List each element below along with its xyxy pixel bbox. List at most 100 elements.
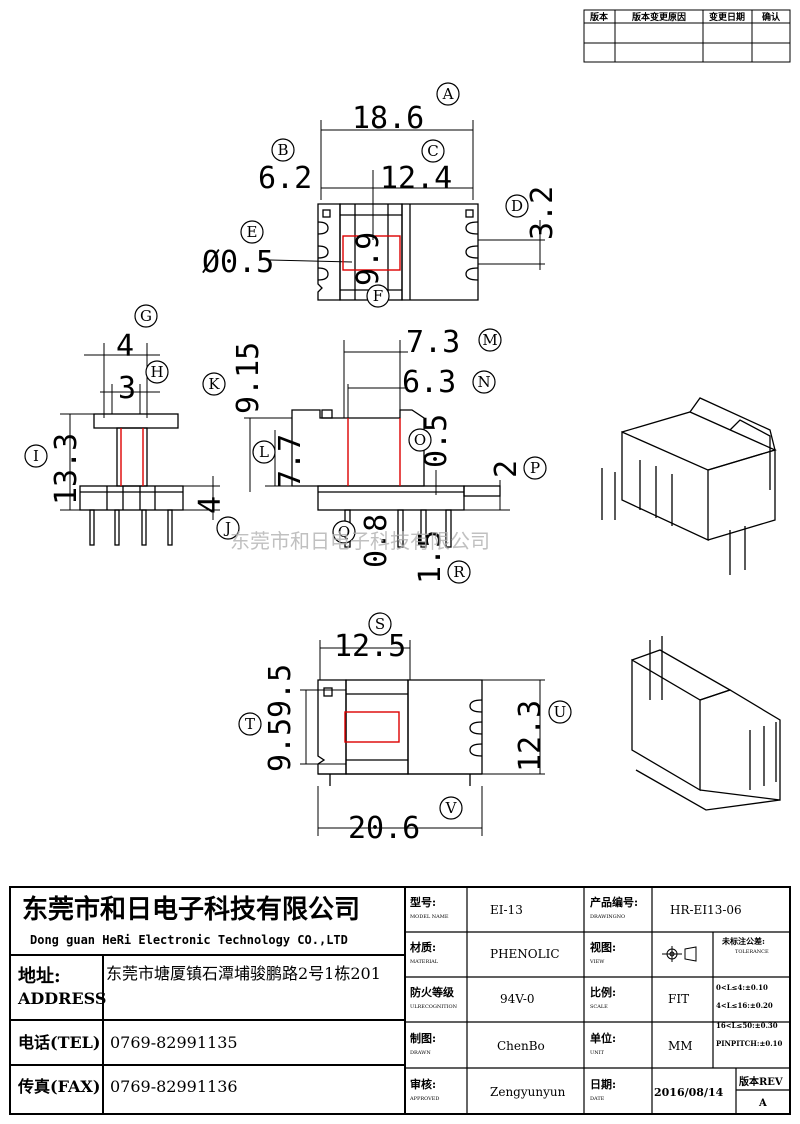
callout-circle-i [24, 444, 48, 468]
drawn-label: 制图: [410, 1031, 436, 1045]
date-value: 2016/08/14 [654, 1086, 724, 1099]
product-no-value: HR-EI13-06 [670, 903, 742, 917]
dim-9-9: 9.9 [351, 232, 386, 286]
callout-label-c: C [427, 142, 438, 160]
watermark: 东莞市和日电子科技有限公司 [230, 529, 490, 553]
drawn-label-en: DRAWN [410, 1050, 431, 1056]
address-label-en: ADDRESS [17, 989, 106, 1008]
callout-label-l: L [259, 443, 269, 461]
dim-2: 2 [489, 460, 524, 478]
callout-label-u: U [554, 703, 567, 721]
title-block-grid [9, 886, 791, 1115]
tel-value: 0769-82991135 [110, 1033, 238, 1052]
scale-label-en: SCALE [590, 1004, 608, 1010]
dim-18-6: 18.6 [352, 101, 424, 136]
callout-circle-g [134, 304, 158, 328]
callout-label-b: B [277, 141, 288, 159]
material-value: PHENOLIC [490, 947, 560, 961]
callout-label-s: S [375, 615, 385, 633]
unit-label: 单位: [590, 1031, 616, 1045]
core-window-top [342, 235, 401, 271]
dim-6-3: 6.3 [402, 365, 456, 400]
rev-header-reason: 版本变更原因 [631, 11, 686, 23]
tolerance-row: 0<L≤4:±0.10 [716, 983, 768, 992]
projection-symbol-icon [662, 946, 697, 962]
callout-circle-j [216, 516, 240, 540]
callout-circle-f [366, 284, 390, 308]
approved-label: 审核: [410, 1077, 436, 1091]
callout-label-g: G [140, 307, 152, 325]
dim-0-8: 0.8 [359, 514, 394, 568]
tolerance-row: PINPITCH:±0.10 [716, 1039, 782, 1048]
callout-label-q: Q [338, 523, 350, 541]
callout-label-k: K [208, 375, 220, 393]
isometric-view-top [601, 397, 777, 575]
callout-circle-n [472, 370, 496, 394]
material-label: 材质: [410, 940, 436, 954]
title-block-right-grid [405, 887, 790, 1114]
callout-circle-v [439, 796, 463, 820]
dim-7-7: 7.7 [273, 434, 308, 488]
tolerance-title: 未标注公差: [721, 936, 765, 946]
callout-label-h: H [150, 363, 163, 381]
dim-3-2: 3.2 [525, 186, 560, 240]
callout-circle-m [478, 328, 502, 352]
callout-circle-h [145, 360, 169, 384]
callout-circle-d [505, 194, 529, 218]
date-label-en: DATE [590, 1096, 605, 1102]
dim-3: 3 [118, 371, 136, 406]
approved-value: Zengyunyun [490, 1085, 566, 1099]
dim-13-3: 13.3 [49, 433, 84, 505]
rev-header-date: 变更日期 [709, 11, 745, 23]
model-label: 型号: [410, 895, 436, 909]
callout-circle-b [271, 138, 295, 162]
callout-circle-p [523, 456, 547, 480]
unit-label-en: UNIT [590, 1050, 605, 1056]
dim-6-2: 6.2 [258, 161, 312, 196]
callout-circle-l [252, 440, 276, 464]
dim-9-5-b: 9.5 [263, 718, 298, 772]
callout-circle-e [240, 220, 264, 244]
callout-label-a: A [442, 85, 454, 103]
rev-value: A [758, 1098, 767, 1109]
address-label-cn: 地址: [18, 965, 61, 987]
callout-circle-u [548, 700, 572, 724]
approved-label-en: APPROVED [409, 1096, 439, 1102]
callout-label-i: I [33, 447, 39, 465]
callout-circle-r [447, 560, 471, 584]
callout-circle-o [408, 428, 432, 452]
revision-table [583, 9, 791, 63]
dim-9-15: 9.15 [231, 342, 266, 414]
callout-label-v: V [445, 799, 458, 817]
product-no-label-en: DRAWINGNO [590, 914, 625, 920]
company-name-en: Dong guan HeRi Electronic Technology CO.… [30, 933, 348, 947]
dim-12-4: 12.4 [380, 161, 452, 196]
side-view [60, 343, 220, 546]
fax-value: 0769-82991136 [110, 1077, 238, 1096]
callout-label-t: T [245, 715, 255, 733]
callout-label-p: P [530, 459, 540, 477]
flammability-label: 防火等级 [410, 985, 455, 999]
tolerance-row: 16<L≤50:±0.30 [716, 1021, 778, 1030]
callout-label-n: N [477, 373, 490, 391]
core-window-bottom [344, 711, 400, 743]
model-label-en: MODEL NAME [410, 914, 449, 920]
date-label: 日期: [590, 1077, 616, 1091]
rev-header-version: 版本 [589, 11, 609, 23]
address-value: 东莞市塘厦镇石潭埔骏鹏路2号1栋201 [106, 964, 381, 983]
view-label: 视图: [590, 940, 616, 954]
callout-circle-t [238, 712, 262, 736]
top-view [269, 120, 545, 301]
scale-value: FIT [668, 992, 689, 1006]
dim-dia-0-5: Ø0.5 [202, 245, 274, 280]
bottom-view [300, 640, 545, 836]
callout-label-m: M [482, 331, 497, 349]
callout-label-f: F [373, 287, 383, 305]
front-view [244, 340, 510, 548]
flammability-value: 94V-0 [500, 992, 535, 1006]
dim-9-5-a: 9.5 [263, 664, 298, 718]
view-label-en: VIEW [589, 959, 605, 965]
material-label-en: MATERIAL [410, 959, 439, 965]
